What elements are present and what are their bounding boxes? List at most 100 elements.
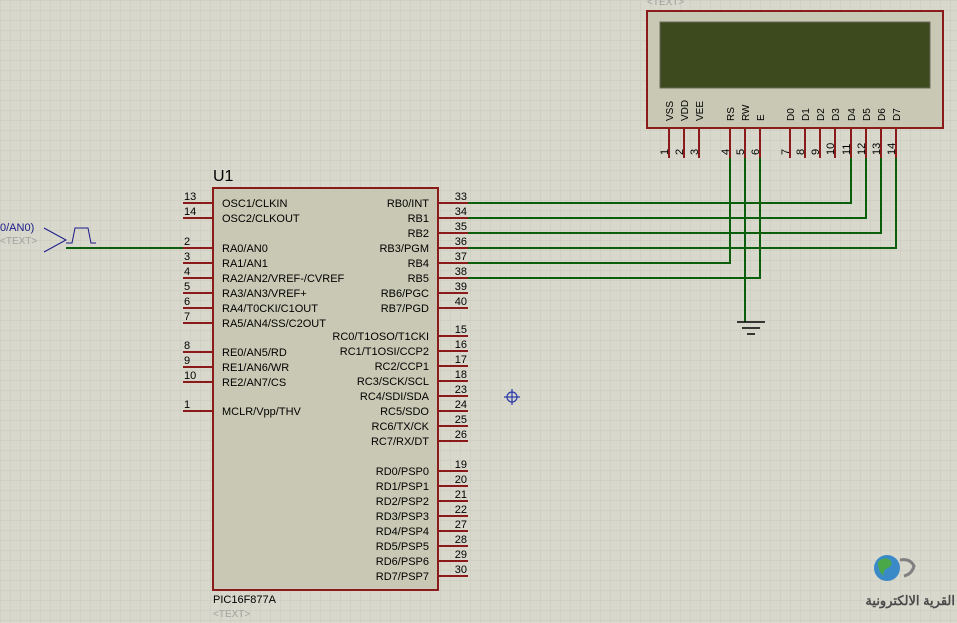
pin-label: RA3/AN3/VREF+: [222, 288, 307, 300]
pin-label: RW: [741, 104, 752, 121]
pin-number: 1: [659, 149, 671, 155]
pin-number: 18: [455, 369, 467, 381]
pin-label: RB4: [408, 258, 429, 270]
crosshair-cursor-icon: [504, 389, 520, 405]
pin-number: 40: [455, 296, 467, 308]
pin-number: 12: [856, 143, 868, 155]
pin-label: RD3/PSP3: [376, 511, 429, 523]
lcd-pin-5[interactable]: RW 5: [735, 104, 752, 158]
lcd-pin-4[interactable]: RS4: [720, 107, 737, 158]
pin-number: 11: [841, 144, 853, 155]
lcd-screen: [659, 21, 931, 89]
pin-number: 10: [184, 370, 196, 382]
pin-number: 39: [455, 281, 467, 293]
pin-number: 36: [455, 236, 467, 248]
pin-label: RA5/AN4/SS/C2OUT: [222, 318, 326, 330]
pin-number: 5: [735, 149, 747, 155]
lcd-pin-9[interactable]: D29: [810, 108, 827, 158]
wire-rb1-d5[interactable]: [468, 158, 867, 219]
wire-rb2-d6[interactable]: [468, 158, 882, 234]
signal-generator[interactable]: 0/AN0) <TEXT>: [0, 222, 96, 253]
pin-label: RC2/CCP1: [375, 361, 429, 373]
lcd-pin-6[interactable]: E6: [750, 114, 767, 158]
pin-label: RC6/TX/CK: [372, 421, 430, 433]
watermark-logo: القرية الالكترونية: [865, 555, 955, 609]
watermark-text: القرية الالكترونية: [865, 593, 955, 609]
pin-number: 9: [184, 355, 190, 367]
pin-number: 13: [871, 143, 883, 155]
pin-number: 2: [674, 149, 686, 155]
pin-label: RB3/PGM: [379, 243, 429, 255]
pin-number: 7: [780, 149, 792, 155]
pin-number: 24: [455, 399, 467, 411]
pin-number: 16: [455, 339, 467, 351]
lcd-pin-7[interactable]: D0 7: [780, 108, 797, 158]
pin-label: E: [756, 114, 767, 121]
wire-rb0-d4[interactable]: [468, 158, 852, 204]
wire-rb3-d7[interactable]: [468, 158, 897, 249]
wires: [66, 158, 897, 322]
ground-symbol[interactable]: [737, 321, 765, 335]
pin-label: RC1/T1OSI/CCP2: [340, 346, 429, 358]
lcd-pin-8[interactable]: D18: [795, 108, 812, 158]
wire-rb4-rs[interactable]: [468, 158, 731, 264]
pin-number: 21: [455, 489, 467, 501]
lcd-module[interactable]: <TEXT> VSS1VDD2VEE3RS4RW5E6D07D18D29D310…: [646, 0, 944, 158]
pin-label: D7: [892, 108, 903, 121]
pin-number: 9: [810, 149, 822, 155]
wire-rb5-e[interactable]: [468, 158, 761, 279]
pin-number: 19: [455, 459, 467, 471]
pic16f877a-chip[interactable]: U1 13OSC1/CLKIN14OSC2/CLKOUT2RA0/AN03RA1…: [183, 168, 468, 620]
pin-label: D0: [786, 108, 797, 121]
pin-number: 15: [455, 324, 467, 336]
mcu-text-placeholder: <TEXT>: [213, 609, 250, 620]
pin-number: 2: [184, 236, 190, 248]
